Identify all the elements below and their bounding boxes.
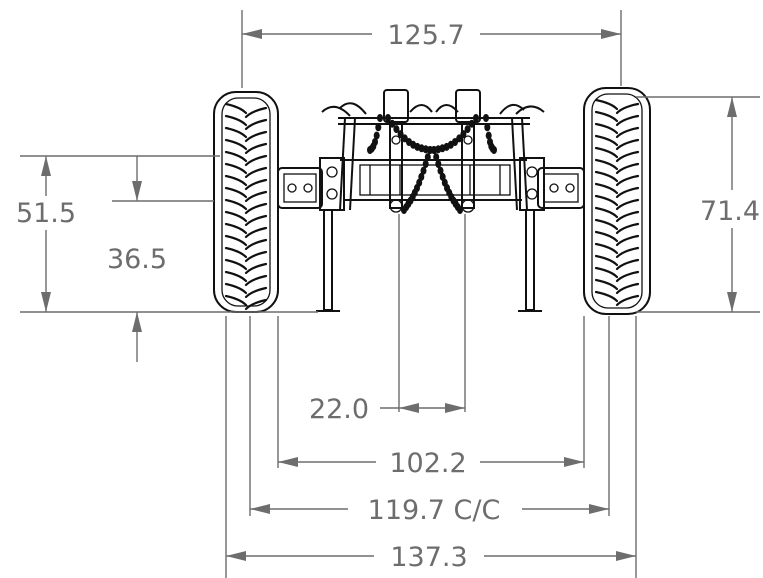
tire-tread-lug	[594, 194, 640, 211]
chain-link	[373, 131, 380, 140]
dimension-125-7: 125.7	[242, 20, 621, 51]
tire-tread-lug	[224, 210, 268, 227]
dim-wheel-height: 71.4	[700, 196, 760, 227]
tire-tread-lug	[224, 246, 268, 263]
support-stands	[316, 209, 542, 312]
tire-tread-lug	[594, 278, 640, 295]
tire-tread-lug	[594, 146, 640, 163]
dim-lower-height: 36.5	[107, 244, 167, 275]
tire-tread-lug	[224, 174, 268, 191]
chain-link	[377, 114, 383, 122]
tire-tread-lug	[224, 270, 268, 287]
tire-tread-lug	[224, 102, 268, 119]
implement-front-view	[213, 87, 651, 315]
chain-link	[401, 206, 407, 214]
chain-link	[485, 131, 492, 140]
dimension-annotations: 125.7 51.5 36.5 71.4	[8, 10, 760, 578]
tire-tread-lug	[594, 110, 640, 127]
dim-total-height: 51.5	[16, 198, 76, 229]
dim-tire-center-to-center: 119.7 C/C	[368, 495, 501, 526]
tire-tread-lug	[224, 114, 268, 131]
chain-link	[389, 119, 396, 128]
chain-link	[460, 130, 467, 139]
dim-center-spacing: 22.0	[309, 394, 369, 425]
extension-lines	[20, 10, 760, 578]
tire-tread-lug	[594, 230, 640, 247]
dim-outer-tire-span: 137.3	[390, 542, 467, 573]
tire-tread-lug	[224, 282, 268, 299]
chain-link	[420, 166, 427, 175]
dimension-71-4: 71.4	[700, 97, 760, 312]
tire-tread-lug	[594, 158, 640, 175]
tire-tread-lug	[224, 162, 268, 179]
main-frame	[321, 102, 545, 211]
tire-tread-lug	[594, 242, 640, 259]
tire-tread-lug	[224, 234, 268, 251]
left-tire	[213, 91, 279, 313]
tire-tread-lug	[594, 290, 640, 307]
dim-inner-tire-span: 102.2	[389, 448, 466, 479]
chain-link	[385, 114, 391, 122]
chains	[367, 114, 497, 214]
dimension-119-7: 119.7 C/C	[250, 495, 609, 526]
chain-link	[464, 125, 471, 134]
tire-tread-lug	[224, 186, 268, 203]
tire-tread-lug	[594, 182, 640, 199]
hitch-masts	[383, 89, 481, 213]
tire-tread-lug	[224, 258, 268, 275]
chain-link	[393, 125, 400, 134]
tire-tread-lug	[224, 222, 268, 239]
chain-link	[367, 146, 373, 154]
dimension-22-0: 22.0	[309, 394, 465, 425]
tire-tread-lug	[594, 170, 640, 187]
chain-link	[375, 123, 382, 132]
chain-link	[437, 166, 444, 175]
tire-tread-lug	[224, 294, 268, 311]
chain-link	[483, 114, 489, 122]
tire-tread-lug	[224, 126, 268, 143]
dimension-51-5: 51.5	[8, 156, 86, 312]
tire-tread-lug	[594, 254, 640, 271]
chain-link	[473, 114, 479, 122]
chain-link	[457, 206, 463, 214]
dimension-36-5: 36.5	[107, 156, 167, 362]
chain-link	[491, 146, 497, 154]
right-tire	[583, 87, 651, 315]
chain-link	[431, 146, 437, 154]
tire-tread-lug	[224, 198, 268, 215]
chain-link	[424, 153, 431, 162]
right-hub	[519, 157, 585, 211]
chain-link	[397, 130, 404, 139]
dimension-102-2: 102.2	[278, 448, 584, 479]
chain-link	[484, 123, 491, 132]
dimension-137-3: 137.3	[226, 542, 636, 573]
tire-tread-lug	[224, 150, 268, 167]
chain-link	[422, 160, 429, 168]
chain-link	[433, 153, 440, 162]
dim-overall-wheel-span: 125.7	[387, 20, 464, 51]
left-hub	[277, 157, 345, 211]
tire-tread-lug	[594, 218, 640, 235]
tire-tread-lug	[594, 266, 640, 283]
tire-tread-lug	[594, 98, 640, 115]
tire-tread-lug	[594, 122, 640, 139]
chain-link	[435, 160, 442, 168]
tire-tread-lug	[224, 138, 268, 155]
tire-tread-lug	[594, 206, 640, 223]
tire-tread-lug	[594, 134, 640, 151]
chain-link	[468, 119, 475, 128]
